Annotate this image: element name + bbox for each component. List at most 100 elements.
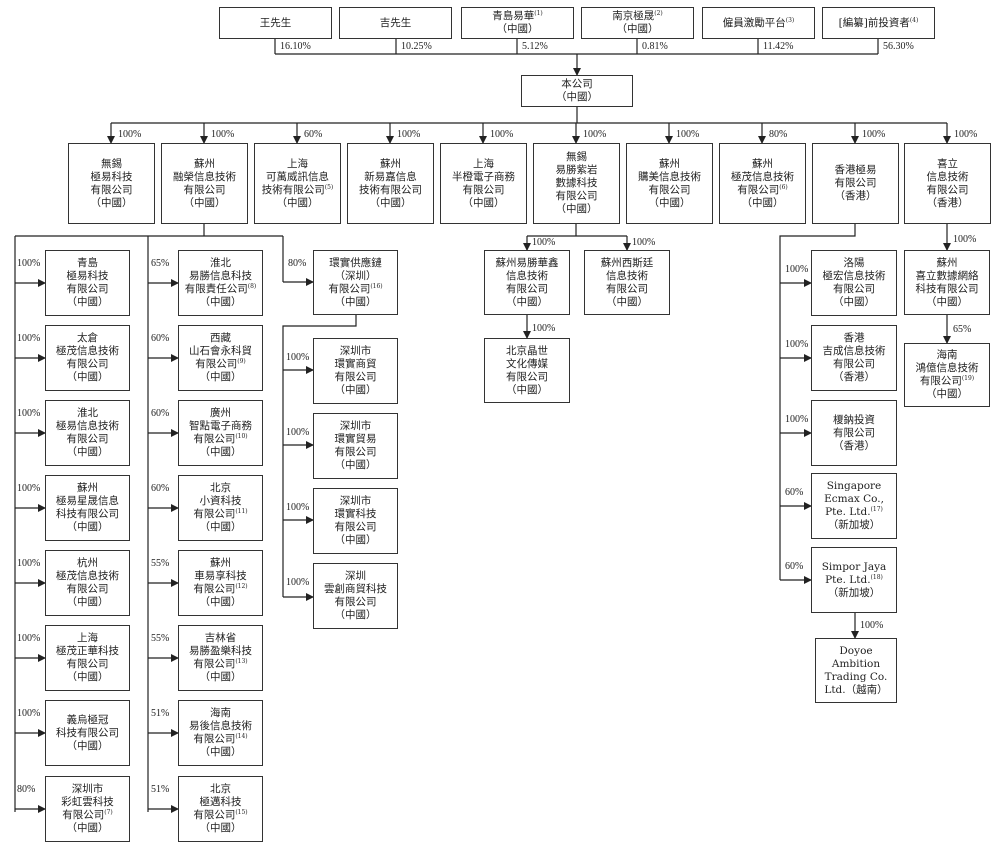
entity-name-line: 新易嘉信息 bbox=[364, 170, 417, 183]
entity-box-x1: 蘇州喜立數據網絡科技有限公司（中國） bbox=[904, 250, 990, 315]
entity-name-line: 深圳市 bbox=[339, 495, 372, 507]
ownership-percentage: 60% bbox=[785, 561, 804, 572]
entity-name-line: 有限公司 bbox=[737, 183, 780, 196]
entity-name-line: Doyoe bbox=[839, 644, 873, 657]
entity-name-line: 科技有限公司 bbox=[915, 282, 979, 295]
entity-name-line: 有限公司 bbox=[926, 183, 969, 196]
entity-name-line: 南京極晟 bbox=[612, 10, 655, 22]
entity-name-line: （中國） bbox=[506, 295, 548, 308]
entity-box-k3: 榎鈉投資有限公司（香港） bbox=[811, 400, 897, 466]
ownership-percentage: 10.25% bbox=[401, 41, 432, 52]
entity-box-a5: 杭州極茂信息技術有限公司（中國） bbox=[45, 550, 130, 616]
footnote-marker: (10) bbox=[235, 433, 248, 440]
ownership-percentage: 100% bbox=[954, 129, 978, 140]
entity-box-w3: 北京晶世文化傳媒有限公司（中國） bbox=[484, 338, 570, 403]
entity-name-line: 有限公司 bbox=[66, 658, 109, 670]
entity-name-line: （中國） bbox=[66, 371, 109, 383]
entity-name-line: （中國） bbox=[199, 596, 242, 608]
ownership-percentage: 100% bbox=[532, 237, 556, 248]
entity-name-line: 蘇州 bbox=[936, 256, 958, 269]
entity-name-line: （香港） bbox=[833, 371, 875, 383]
ownership-percentage: 80% bbox=[769, 129, 788, 140]
ownership-percentage: 60% bbox=[304, 129, 323, 140]
entity-box-b4: 北京小資科技有限公司(11)（中國） bbox=[178, 475, 263, 541]
entity-name-line: 極茂正華科技 bbox=[56, 645, 119, 657]
entity-name-line: 易後信息技術 bbox=[189, 720, 252, 732]
entity-name-line: 有限公司 bbox=[66, 358, 109, 370]
entity-name-line: 蘇州 bbox=[77, 482, 98, 494]
ownership-percentage: 100% bbox=[397, 129, 421, 140]
entity-name-line: Singapore bbox=[826, 480, 882, 492]
entity-name-line: 文化傳媒 bbox=[506, 357, 548, 370]
footnote-marker: (3) bbox=[785, 16, 795, 24]
entity-name-line: 數據科技 bbox=[555, 177, 598, 189]
entity-name-line: （中國） bbox=[334, 609, 377, 621]
entity-name-line: 有限公司 bbox=[555, 190, 598, 202]
entity-name-line: 蘇州 bbox=[659, 157, 680, 170]
entity-box-h5: 深圳雲創商貿科技有限公司（中國） bbox=[313, 563, 398, 629]
entity-name-line: 有限公司 bbox=[334, 446, 377, 458]
footnote-marker: (13) bbox=[235, 658, 248, 665]
entity-box-h1: 環實供應鏈（深圳）有限公司(16)（中國） bbox=[313, 250, 398, 315]
ownership-percentage: 5.12% bbox=[522, 41, 548, 52]
ownership-percentage: 65% bbox=[953, 324, 972, 335]
ownership-percentage: 100% bbox=[785, 264, 809, 275]
entity-box-a3: 淮北極易信息技術有限公司（中國） bbox=[45, 400, 130, 466]
entity-name-line: 小資科技 bbox=[199, 495, 242, 507]
entity-name-line: （新加坡） bbox=[827, 586, 881, 599]
ownership-percentage: 100% bbox=[17, 708, 41, 719]
entity-name-line: 無錫 bbox=[566, 151, 587, 163]
entity-name-line: 海南 bbox=[210, 707, 231, 719]
entity-box-h3: 深圳市環實貿易有限公司（中國） bbox=[313, 413, 398, 479]
entity-name-line: （中國） bbox=[66, 296, 109, 308]
ownership-percentage: 100% bbox=[632, 237, 656, 248]
entity-name-line: 喜立數據網絡 bbox=[915, 269, 979, 282]
entity-name-line: 上海 bbox=[287, 157, 308, 170]
ownership-percentage: 0.81% bbox=[642, 41, 668, 52]
entity-name-line: （中國） bbox=[334, 295, 377, 308]
entity-name-line: 深圳市 bbox=[71, 783, 104, 795]
entity-name-line: 有限公司 bbox=[66, 583, 109, 595]
entity-name-line: 青島 bbox=[77, 257, 98, 269]
footnote-marker: (14) bbox=[235, 733, 248, 740]
entity-name-line: 極茂信息技術 bbox=[731, 170, 794, 183]
entity-name-line: 有限公司 bbox=[195, 358, 238, 370]
entity-name-line: （中國） bbox=[926, 388, 968, 400]
entity-name-line: （中國） bbox=[66, 521, 109, 533]
entity-name-line: 深圳 bbox=[345, 570, 366, 582]
entity-box-a8: 深圳市彩虹雲科技有限公司(7)（中國） bbox=[45, 776, 130, 842]
entity-name-line: 極易星晟信息 bbox=[56, 495, 119, 507]
entity-name-line: （中國） bbox=[555, 203, 598, 215]
entity-name-line: 有限公司 bbox=[328, 282, 371, 295]
entity-name-line: 蘇州 bbox=[194, 157, 215, 170]
entity-name-line: （中國） bbox=[556, 91, 598, 103]
footnote-marker: (7) bbox=[104, 809, 113, 816]
ownership-percentage: 100% bbox=[490, 129, 514, 140]
ownership-percentage: 100% bbox=[286, 427, 310, 438]
ownership-percentage: 60% bbox=[151, 483, 170, 494]
entity-name-line: 蘇州 bbox=[210, 557, 231, 569]
ownership-percentage: 100% bbox=[286, 502, 310, 513]
entity-box-h2: 深圳市環實商貿有限公司（中國） bbox=[313, 338, 398, 404]
entity-box-w1: 蘇州易勝華鑫信息技術有限公司（中國） bbox=[484, 250, 570, 315]
footnote-marker: (1) bbox=[534, 10, 543, 17]
entity-name-line: （中國） bbox=[616, 23, 659, 35]
ownership-percentage: 100% bbox=[532, 323, 556, 334]
entity-name-line: 西藏 bbox=[210, 332, 231, 344]
entity-name-line: 山石會永科貿 bbox=[189, 345, 252, 357]
entity-name-line: 有限公司 bbox=[193, 733, 236, 745]
footnote-marker: (17) bbox=[870, 506, 883, 513]
entity-name-line: 有限公司 bbox=[334, 596, 377, 608]
entity-name-line: 深圳市 bbox=[339, 420, 372, 432]
entity-name-line: 車易享科技 bbox=[194, 570, 247, 582]
entity-name-line: 本公司 bbox=[561, 78, 593, 90]
entity-name-line: （深圳） bbox=[334, 269, 377, 282]
entity-name-line: （中國） bbox=[334, 534, 377, 546]
entity-box-l6: 無錫易勝紫岩數據科技有限公司（中國） bbox=[533, 143, 620, 224]
ownership-percentage: 100% bbox=[860, 620, 884, 631]
entity-name-line: 有限公司 bbox=[506, 370, 548, 383]
entity-name-line: （中國） bbox=[199, 446, 242, 458]
